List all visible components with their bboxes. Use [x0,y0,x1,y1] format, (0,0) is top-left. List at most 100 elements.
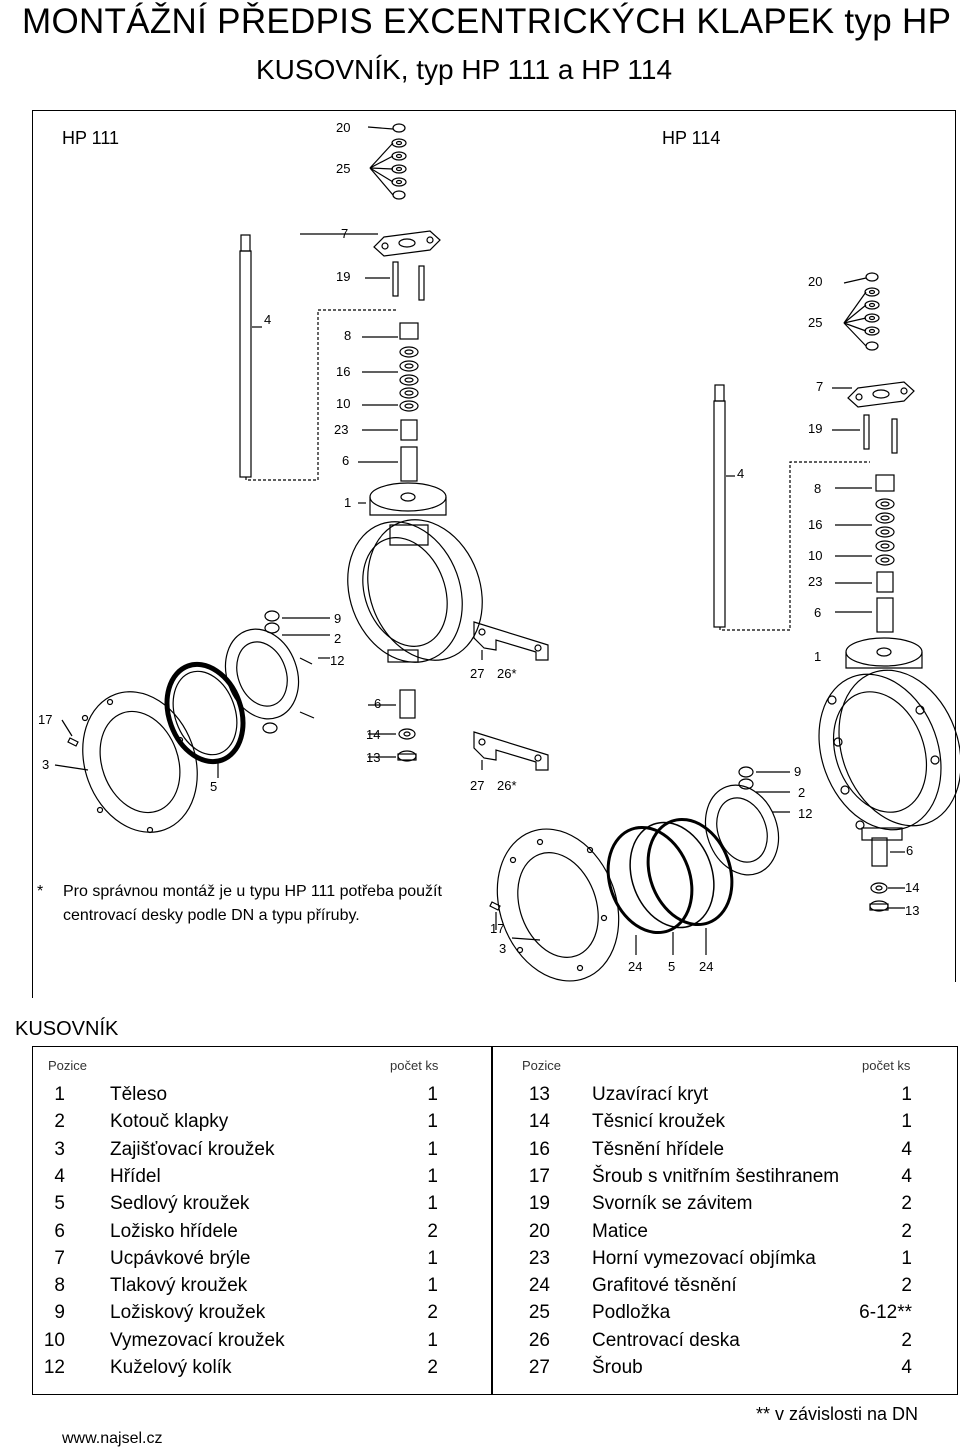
callout-label: 6 [906,843,913,858]
part-name: Těsnicí kroužek [592,1111,726,1133]
callout-label: 27 [470,778,484,793]
callout-label: 27 [470,666,484,681]
callout-label: 12 [798,806,812,821]
part-position: 19 [528,1193,550,1215]
part-quantity: 1 [427,1165,438,1187]
hp111-nut-stack [367,123,407,200]
parts-list-heading: KUSOVNÍK [15,1018,119,1040]
part-position: 3 [54,1138,65,1160]
hp114-drawing [489,272,960,982]
part-position: 27 [528,1357,550,1378]
part-position: 13 [528,1084,550,1105]
part-quantity: 1 [427,1138,438,1160]
part-name: Svorník se závitem [592,1193,753,1215]
hp111-gland-plate [300,230,441,257]
col-header-qty-right: počet ks [862,1058,911,1073]
part-name: Matice [592,1220,648,1242]
part-name: Ložiskový kroužek [110,1302,266,1324]
part-position: 2 [54,1111,65,1133]
callout-label: 4 [264,312,271,327]
callout-label: 12 [330,653,344,668]
part-quantity: 2 [901,1329,912,1351]
part-position: 7 [54,1247,65,1269]
callout-label: 5 [668,959,675,974]
callout-label: 16 [808,517,822,532]
part-name: Šroub s vnitřním šestihranem [592,1165,840,1187]
part-position: 4 [54,1165,65,1187]
part-name: Hřídel [110,1165,161,1187]
hp114-valve-body [818,637,960,841]
col-header-position-left: Pozice [48,1058,88,1073]
part-position: 10 [43,1329,65,1351]
part-position: 25 [528,1302,550,1324]
part-position: 1 [54,1084,65,1105]
part-name: Ucpávkové brýle [110,1247,251,1269]
part-quantity: 1 [427,1084,438,1105]
hp114-nut-stack [843,272,880,351]
callout-label: 7 [816,379,823,394]
callout-label: 23 [334,422,348,437]
part-position: 24 [528,1275,550,1297]
part-quantity: 2 [901,1193,912,1215]
callout-label: 6 [814,605,821,620]
part-position: 9 [54,1302,65,1324]
part-name: Zajišťovací kroužek [110,1138,275,1160]
part-name: Centrovací deska [592,1329,740,1351]
callout-label: 7 [341,226,348,241]
callout-label: 26* [497,778,517,793]
callout-label: 2 [798,785,805,800]
hp114-gland-plate [832,381,915,408]
website-link[interactable]: www.najsel.cz [62,1430,163,1447]
diagram-note: *Pro správnou montáž je u typu HP 111 po… [37,880,477,928]
hp111-label: HP 111 [62,128,120,148]
callout-label: 14 [366,727,380,742]
part-name: Kotouč klapky [110,1111,229,1133]
callout-label: 4 [737,466,744,481]
hp111-lower-bearing-parts [368,689,417,762]
hp111-centering-plate-upper [473,621,549,661]
callout-label: 6 [374,696,381,711]
callout-label: 10 [336,396,350,411]
part-position: 6 [54,1220,65,1242]
hp111-centering-plate-lower [473,731,549,771]
part-name: Tlakový kroužek [110,1275,248,1297]
part-quantity: 2 [901,1220,912,1242]
part-quantity: 1 [901,1084,912,1105]
part-name: Uzavírací kryt [592,1084,709,1105]
callout-label: 13 [366,750,380,765]
callout-label: 25 [808,315,822,330]
hp114-retaining-ring [489,828,620,982]
hp114-lower-bearing-parts [869,837,905,912]
callout-label: 9 [794,764,801,779]
page-title: MONTÁŽNÍ PŘEDPIS EXCENTRICKÝCH KLAPEK ty… [22,2,952,41]
callout-label: 19 [336,269,350,284]
part-name: Grafitové těsnění [592,1275,737,1297]
part-position: 23 [528,1247,550,1269]
part-quantity: 1 [901,1111,912,1133]
part-quantity: 1 [427,1247,438,1269]
diagram-frame [32,110,956,998]
part-quantity: 4 [901,1357,912,1378]
table-divider [491,1047,493,1394]
part-name: Horní vymezovací objímka [592,1247,816,1269]
part-quantity: 2 [427,1220,438,1242]
callout-label: 9 [334,611,341,626]
part-position: 17 [528,1165,550,1187]
callout-label: 17 [38,712,52,727]
callout-label: 20 [336,120,350,135]
hp114-label: HP 114 [662,128,721,148]
page-subtitle: KUSOVNÍK, typ HP 111 a HP 114 [256,54,673,85]
note-line-2: centrovací desky podle DN a typu příruby… [63,907,360,924]
callout-label: 1 [814,649,821,664]
part-name: Těleso [110,1084,168,1105]
part-name: Kuželový kolík [110,1357,232,1378]
callout-label: 20 [808,274,822,289]
callout-label: 10 [808,548,822,563]
callout-label: 8 [344,328,351,343]
hp114-seat-ring [606,817,734,955]
callout-label: 25 [336,161,350,176]
part-position: 20 [528,1220,550,1242]
hp111-drawing [54,123,549,834]
part-quantity: 1 [427,1275,438,1297]
callout-label: 26* [497,666,517,681]
